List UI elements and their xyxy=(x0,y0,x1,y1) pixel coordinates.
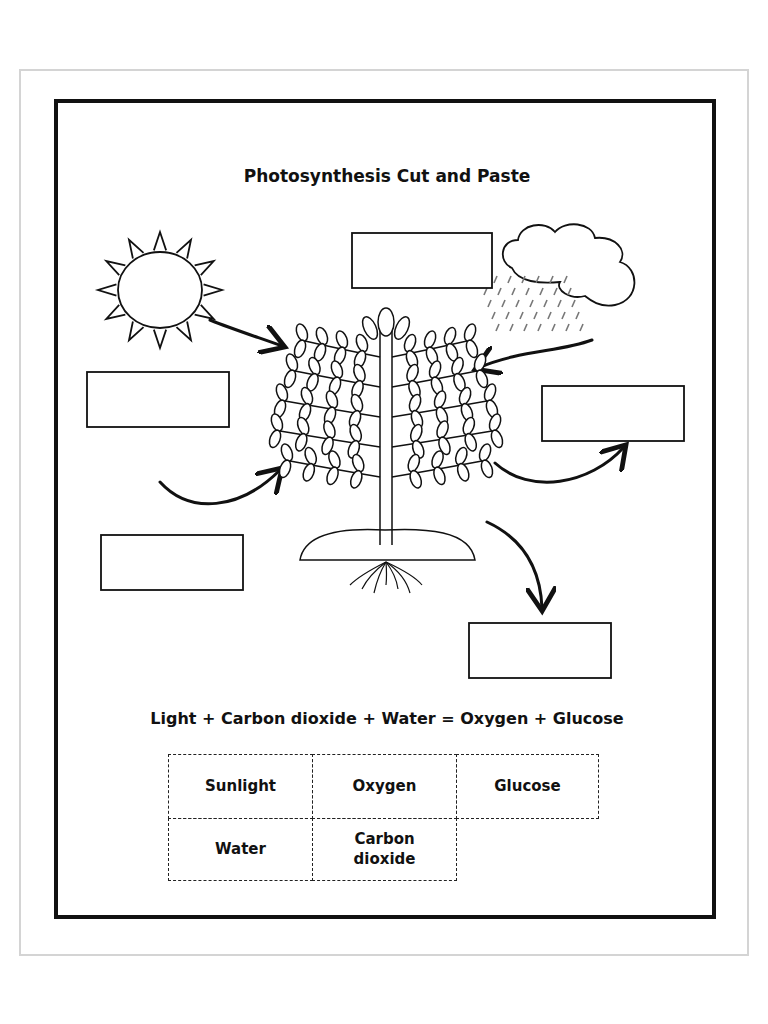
page-frame xyxy=(20,70,748,955)
worksheet-title: Photosynthesis Cut and Paste xyxy=(244,166,531,186)
cut-out-cell: Oxygen xyxy=(312,754,457,819)
cell-word: Sunlight xyxy=(205,777,276,797)
equation-text: Light + Carbon dioxide + Water = Oxygen … xyxy=(150,709,623,728)
cut-out-cell: Sunlight xyxy=(168,754,313,819)
cut-out-cell: Glucose xyxy=(456,754,599,819)
plant-drawing xyxy=(267,308,504,593)
cut-out-cell: Carbon dioxide xyxy=(312,818,457,881)
cloud-drawing xyxy=(503,224,635,305)
flow-arrows xyxy=(160,320,624,608)
cell-word: Glucose xyxy=(494,777,560,797)
worksheet-border xyxy=(56,101,714,917)
empty-answer-boxes xyxy=(87,233,684,678)
rain-drawing xyxy=(480,276,583,331)
cell-word: Water xyxy=(215,840,266,860)
cell-word: Oxygen xyxy=(353,777,417,797)
cut-out-cell: Water xyxy=(168,818,313,881)
sun-drawing xyxy=(98,232,222,348)
cell-word: Carbon dioxide xyxy=(327,830,442,869)
